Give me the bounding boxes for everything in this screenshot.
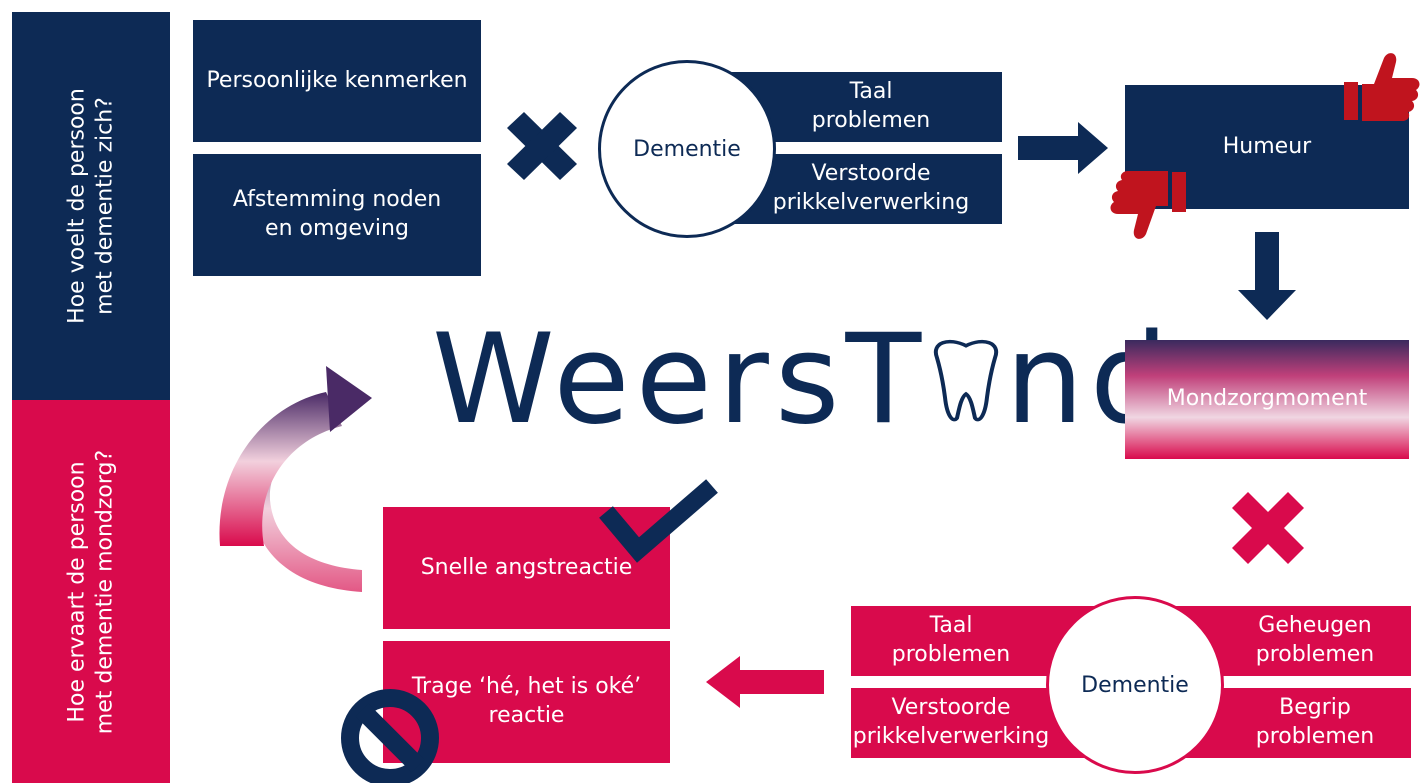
- thumbs-down-icon: [1110, 171, 1186, 239]
- geheugen-problemen-label: Geheugen problemen: [1255, 613, 1375, 667]
- prohibited-icon: [341, 689, 439, 783]
- dementie-circle-top: Dementie: [598, 60, 776, 238]
- taal-problemen-label-bottom: Taal problemen: [891, 613, 1011, 667]
- arrow-down-icon: [1238, 232, 1296, 320]
- begrip-problemen-label: Begrip problemen: [1255, 695, 1375, 749]
- checkmark-icon: [599, 479, 718, 563]
- thumbs-up-icon: [1344, 53, 1420, 121]
- multiply-icon-pink: [1232, 492, 1304, 564]
- multiply-icon: [507, 112, 577, 180]
- arrow-left-icon: [706, 656, 824, 708]
- mondzorgmoment-box: Mondzorgmoment: [1125, 340, 1409, 459]
- afstemming-box: Afstemming noden en omgeving: [193, 154, 481, 276]
- dementie-circle-bottom: Dementie: [1046, 596, 1224, 774]
- side-bar-top: [12, 12, 170, 400]
- persoonlijke-kenmerken-box: Persoonlijke kenmerken: [193, 20, 481, 142]
- verstoorde-prikkelverwerking-label-bottom: Verstoorde prikkelverwerking: [852, 695, 1050, 749]
- arrow-right-icon: [1018, 122, 1108, 174]
- curved-arrow-icon: [219, 366, 372, 646]
- side-bar-bottom: [12, 400, 170, 783]
- snelle-angstreactie-box: Snelle angstreactie: [383, 507, 670, 629]
- tooth-icon: [927, 318, 1005, 430]
- weerstand-logo: WeersT nd: [432, 308, 1175, 452]
